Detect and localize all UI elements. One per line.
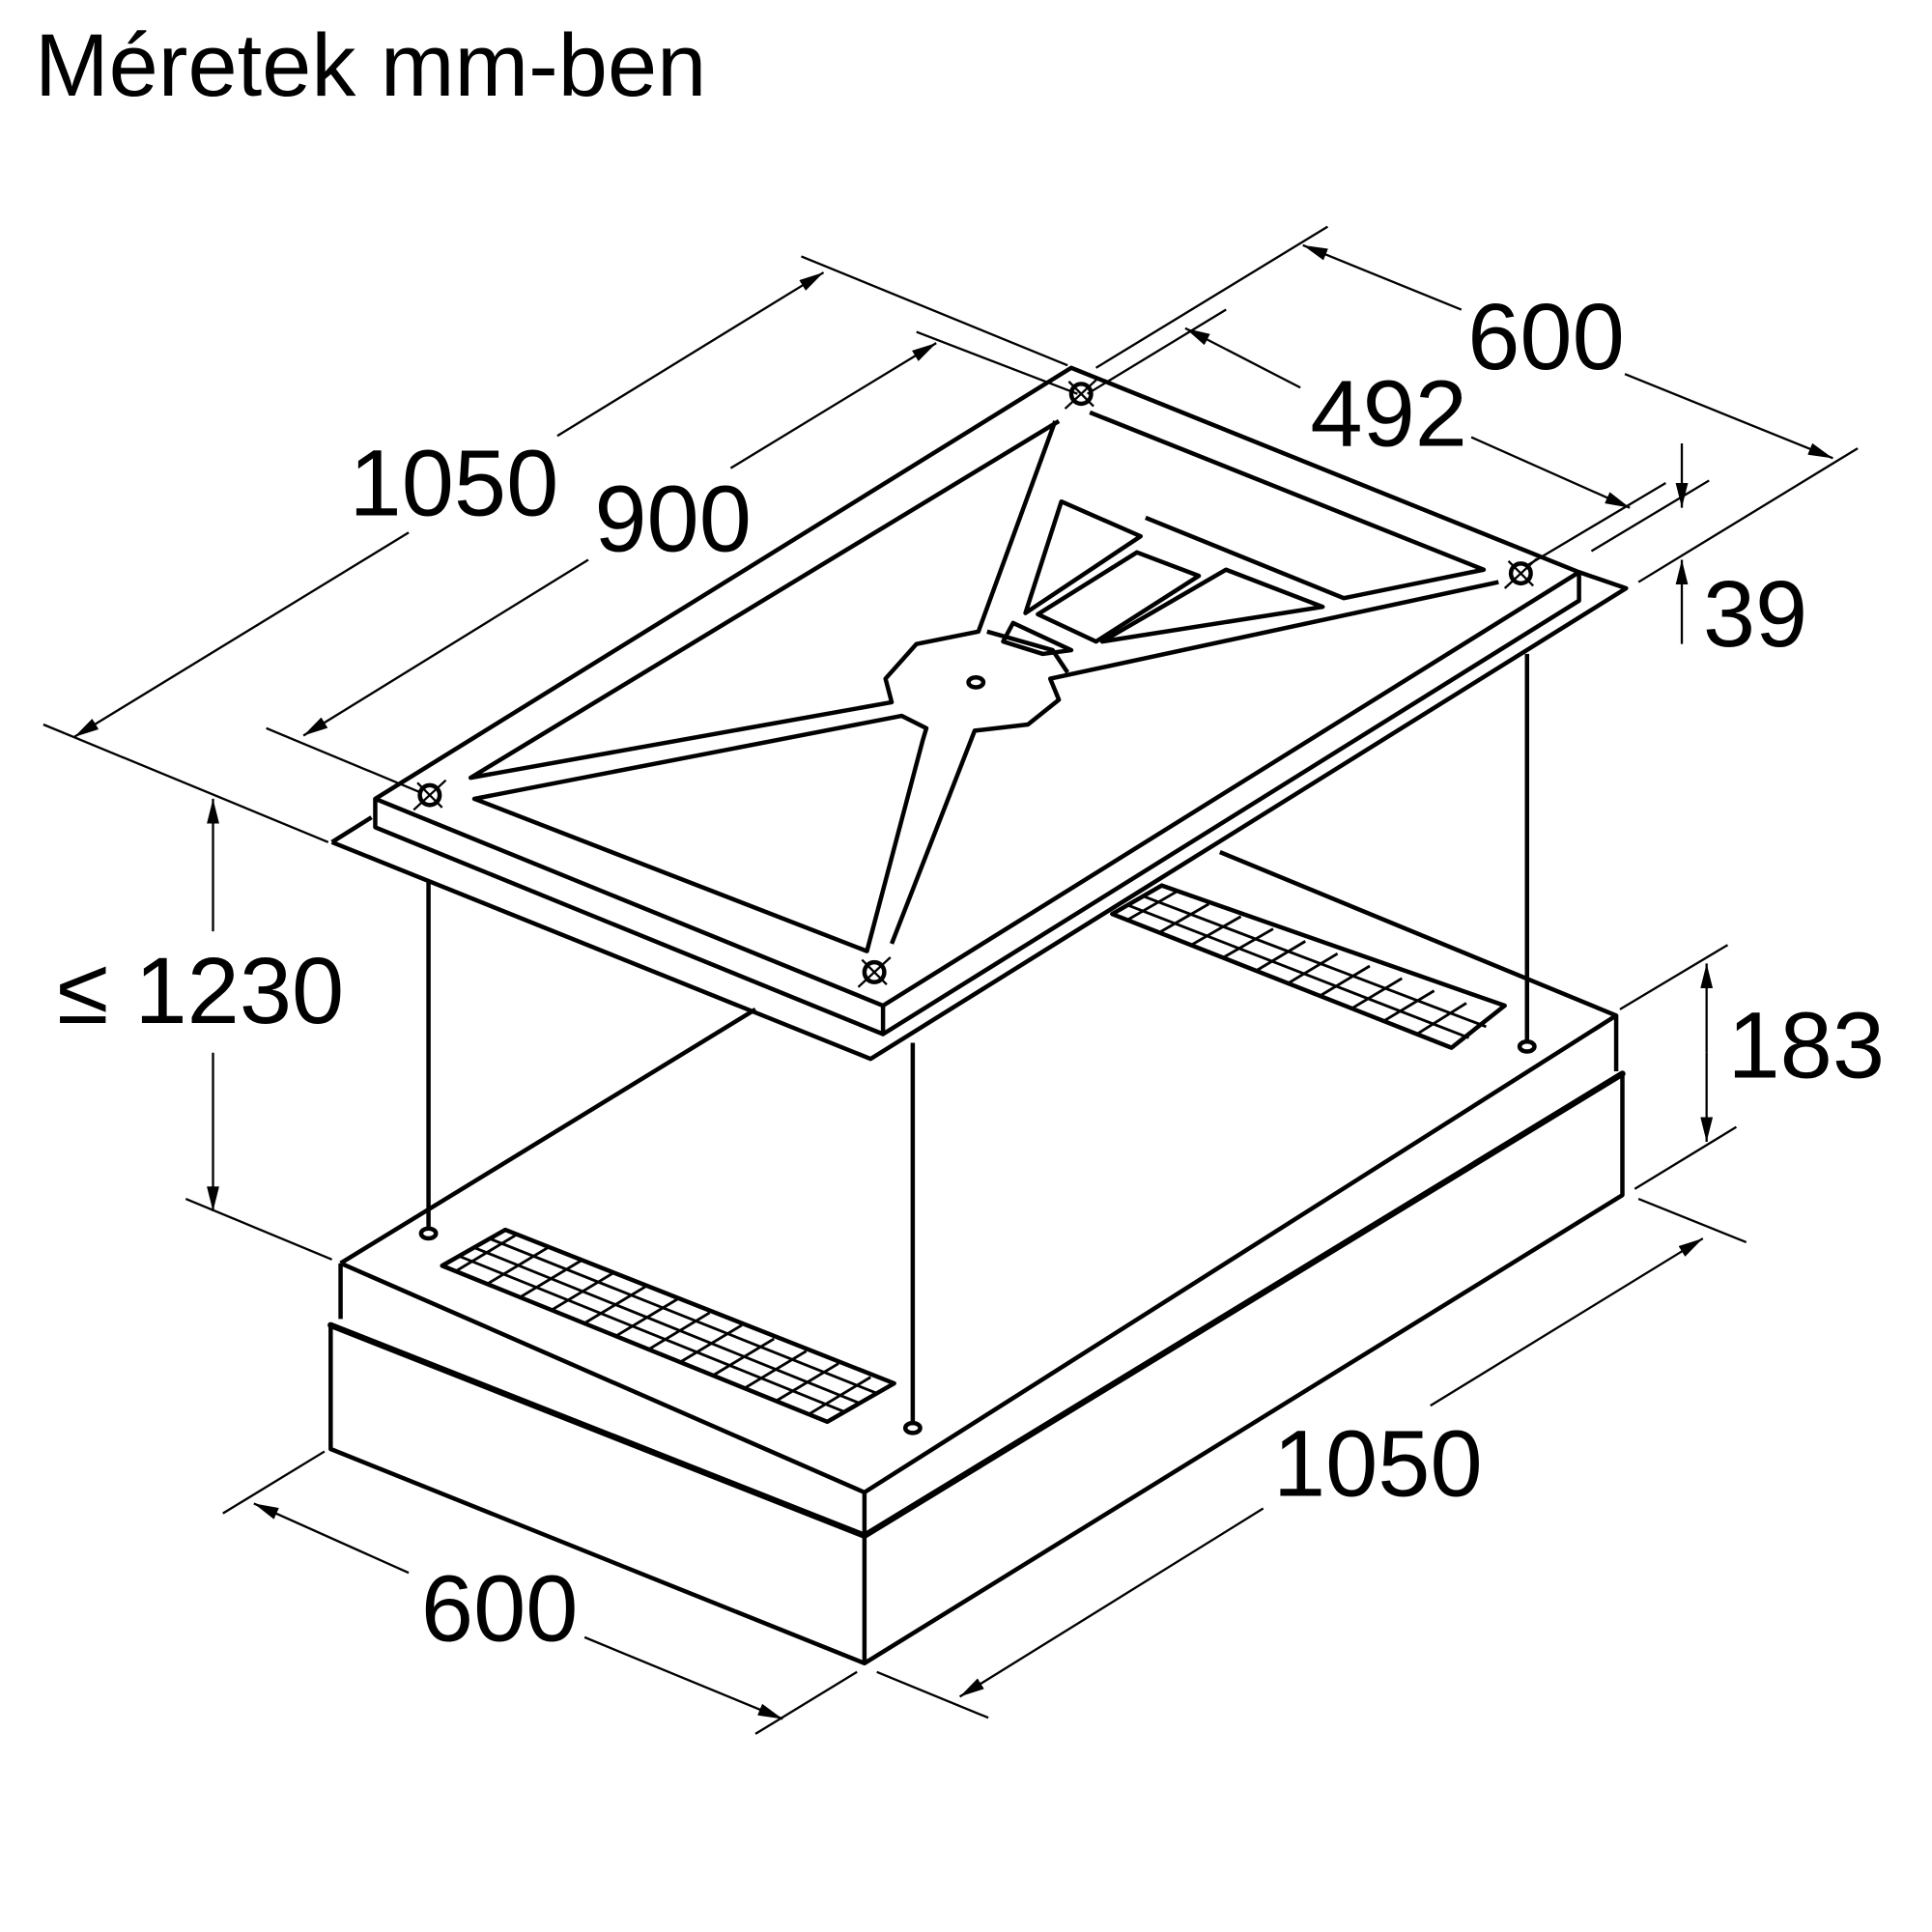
dim-label: 1050 bbox=[350, 430, 559, 535]
dim-hood-length: 1050 bbox=[876, 1197, 1747, 1719]
dim-hole-spacing-length: 900 bbox=[266, 330, 1078, 794]
dim-label: 183 bbox=[1727, 992, 1885, 1097]
page-title: Méretek mm-ben bbox=[35, 16, 707, 115]
dim-hood-height: 183 bbox=[1619, 944, 1885, 1190]
dim-hood-width: 600 bbox=[222, 1450, 858, 1735]
suspension-cables bbox=[418, 653, 1537, 1435]
dim-label: ≤ 1230 bbox=[57, 938, 344, 1043]
grease-filter-rear bbox=[1110, 883, 1507, 1050]
mount-hole-icon bbox=[412, 779, 447, 811]
dim-label: 492 bbox=[1310, 361, 1467, 467]
mount-hole-icon bbox=[1064, 378, 1098, 410]
dim-label: 900 bbox=[594, 467, 752, 572]
hood-body bbox=[327, 849, 1626, 1666]
dim-label: 39 bbox=[1703, 561, 1807, 667]
dim-mount-length: 1050 bbox=[43, 255, 1068, 843]
dim-hole-spacing-width: 492 bbox=[1087, 308, 1666, 566]
dim-label: 1050 bbox=[1273, 1411, 1483, 1517]
grease-filter-front bbox=[440, 1227, 896, 1425]
dim-mount-thickness: 39 bbox=[1590, 442, 1807, 667]
mounting-plate bbox=[330, 365, 1629, 1062]
dim-suspension-height: ≤ 1230 bbox=[57, 798, 344, 1261]
dim-label: 600 bbox=[1467, 284, 1625, 389]
dim-label: 600 bbox=[421, 1556, 579, 1662]
mount-hole-icon bbox=[857, 956, 892, 988]
dim-mount-width: 600 bbox=[1095, 225, 1859, 583]
